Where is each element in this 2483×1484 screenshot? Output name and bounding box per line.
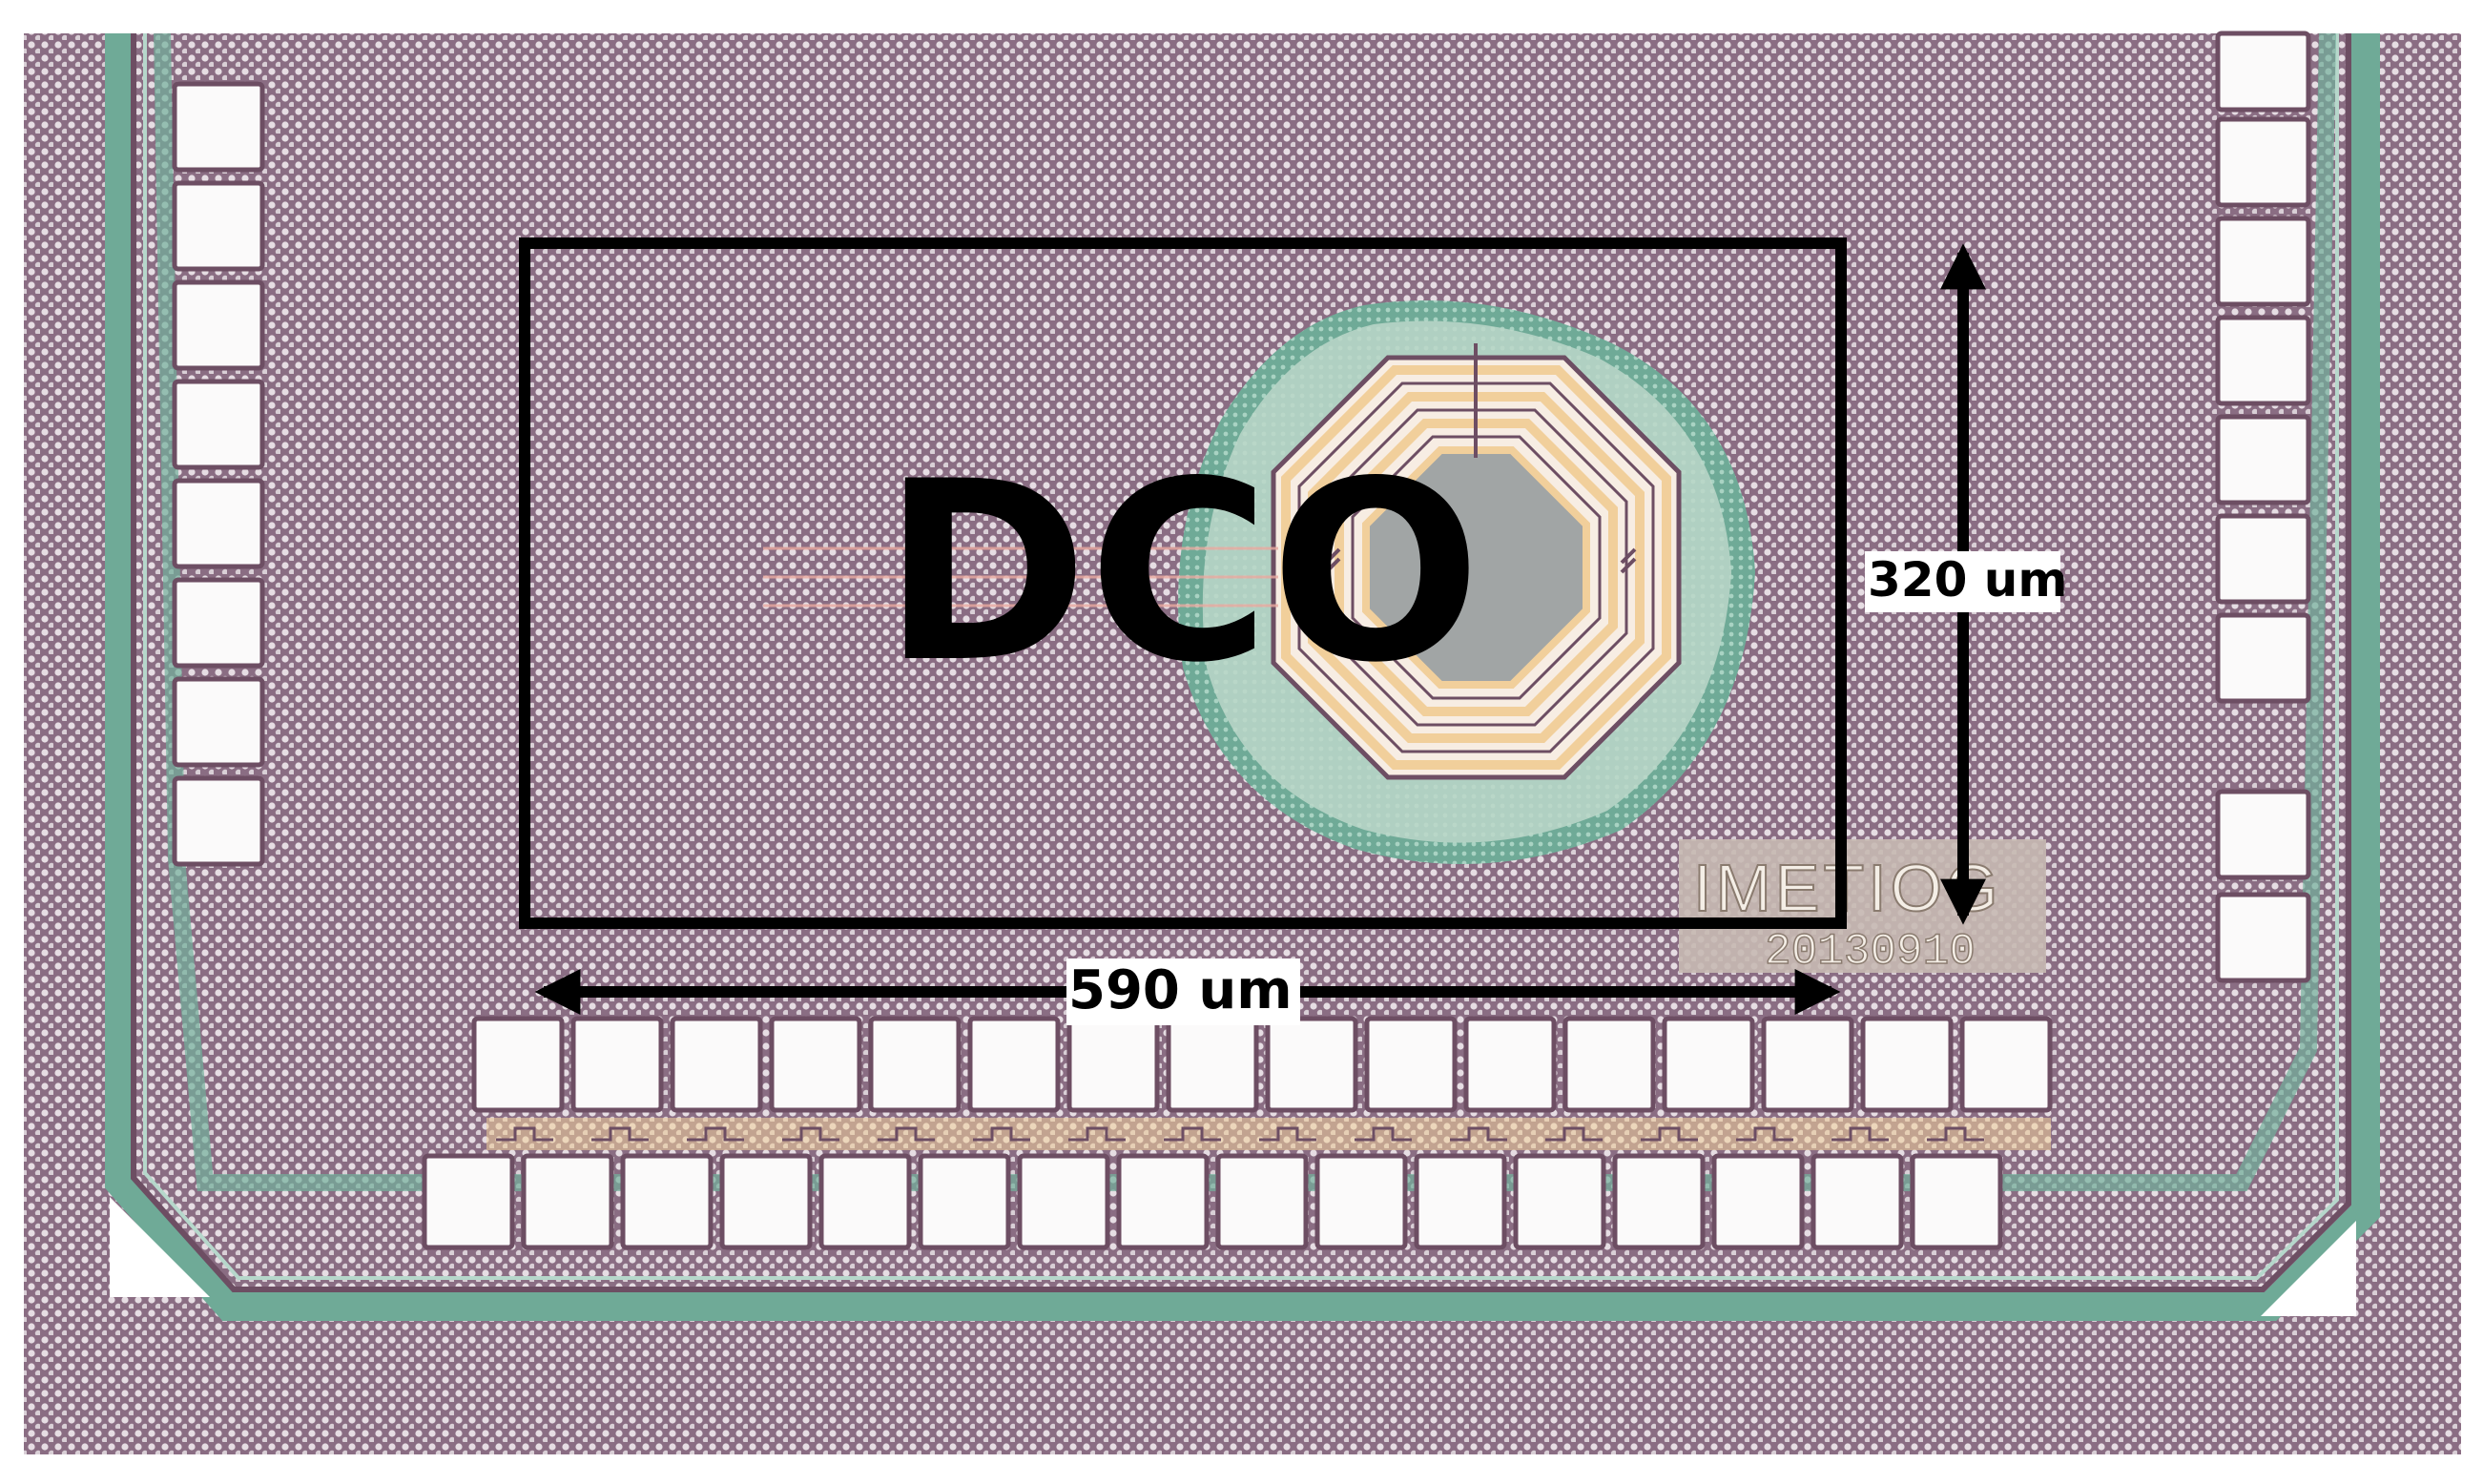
seal-ring <box>105 33 2380 1321</box>
bottom-pad-row-upper <box>471 1016 2053 1113</box>
seal-ring-metal <box>131 33 2351 1292</box>
height-dimension-label: 320 um <box>1868 552 2067 608</box>
width-label-bg <box>1066 958 1300 1025</box>
octagonal-inductor <box>1271 343 1682 780</box>
inductor-feed-lines <box>763 546 1278 608</box>
corner-mark-left <box>110 1197 210 1297</box>
width-dimension-label: 590 um <box>1068 959 1293 1021</box>
bottom-pad-row-lower <box>422 1153 2003 1250</box>
seal-ring-metal-inner <box>143 33 2339 1280</box>
esd-strip <box>486 1118 2051 1150</box>
left-pad-column <box>172 81 265 867</box>
dco-label: DCO <box>882 429 1481 717</box>
esd-structures <box>496 1126 1984 1142</box>
corner-mark-right <box>2261 1221 2356 1316</box>
right-pad-column <box>2215 31 2311 983</box>
dco-region-box <box>519 237 1847 929</box>
date-code: 20130910 <box>1765 927 1976 977</box>
chip-marking: IMETIOG <box>1693 851 2002 925</box>
height-label-bg <box>1865 551 2060 612</box>
chip-marking-area: IMETIOG 20130910 <box>1679 839 2046 978</box>
